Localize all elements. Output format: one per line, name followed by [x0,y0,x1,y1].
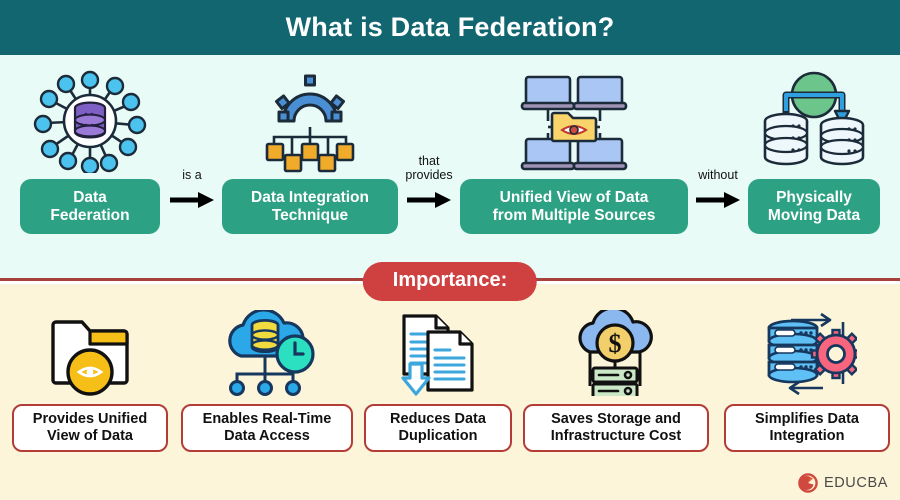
flow-section: Data Federation is a [0,55,900,281]
database-transfer-icon [756,69,872,173]
importance-item-4: $ Saves Storage and Infrastructure Cost [520,284,712,500]
importance-box-3: Reduces Data Duplication [364,404,512,453]
educba-logo[interactable]: EDUCBA [798,473,888,493]
importance-box-4: Saves Storage and Infrastructure Cost [523,404,709,453]
importance-item-5: Simplifies Data Integration [722,284,892,500]
flow-box-3-label: Unified View of Data from Multiple Sourc… [492,188,656,224]
cloud-dollar-server-icon: $ [566,306,666,400]
flow-box-1: Data Federation [20,179,160,234]
flow-box-4-label: Physically Moving Data [767,188,861,224]
flow-node-1: Data Federation [20,69,160,234]
flow-box-4: Physically Moving Data [748,179,880,234]
importance-box-1: Provides Unified View of Data [12,404,168,453]
documents-download-icon [388,310,488,396]
data-federation-network-icon [32,69,148,176]
arrow-right-icon [406,191,452,214]
importance-box-2-label: Enables Real-Time Data Access [202,411,332,445]
server-gear-sync-icon [757,310,862,396]
importance-box-2: Enables Real-Time Data Access [181,404,353,453]
importance-item-2: Enables Real-Time Data Access [178,284,356,500]
cloud-database-clock-icon [217,308,317,396]
flow-node-3: Unified View of Data from Multiple Sourc… [460,69,688,234]
flow-connector-2: that provides [400,154,458,220]
flow-connector-1-label: is a [182,168,202,182]
flow-box-1-label: Data Federation [50,188,130,224]
flow-box-3: Unified View of Data from Multiple Sourc… [460,179,688,234]
flow-box-2-label: Data Integration Technique [251,188,369,224]
flow-node-4: Physically Moving Data [748,69,880,234]
importance-item-3: Reduces Data Duplication [362,284,514,500]
educba-swirl-icon [798,473,818,493]
flow-connector-1: is a [166,165,218,220]
gear-integration-icon [257,69,363,173]
educba-logo-text: EDUCBA [823,475,888,491]
folder-eye-icon [40,310,140,396]
flow-connector-3-label: without [698,168,738,182]
importance-badge: Importance: [362,262,538,301]
flow-connector-3: without [690,165,746,220]
importance-box-4-label: Saves Storage and Infrastructure Cost [550,411,682,445]
flow-connector-2-label: that provides [405,154,453,182]
importance-box-1-label: Provides Unified View of Data [32,411,148,445]
page-title: What is Data Federation? [285,12,615,42]
svg-text:$: $ [609,329,622,358]
laptops-unified-view-icon [514,69,634,173]
arrow-right-icon [169,191,215,214]
arrow-right-icon [695,191,741,214]
flow-box-2: Data Integration Technique [222,179,398,234]
importance-box-5: Simplifies Data Integration [724,404,890,453]
importance-box-3-label: Reduces Data Duplication [390,411,486,445]
flow-node-2: Data Integration Technique [222,69,398,234]
importance-box-5-label: Simplifies Data Integration [755,411,859,445]
importance-badge-label: Importance: [392,269,508,291]
header-bar: What is Data Federation? [0,0,900,55]
importance-item-1: Provides Unified View of Data [8,284,172,500]
importance-section: Provides Unified View of Data [0,284,900,500]
